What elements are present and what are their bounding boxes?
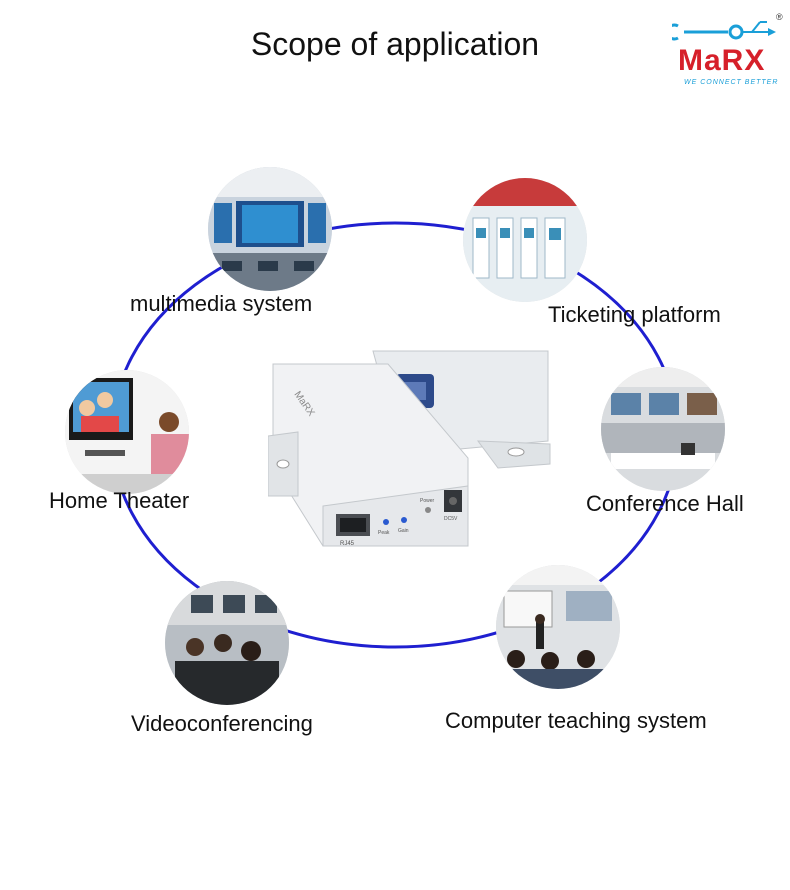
- svg-text:DC5V: DC5V: [444, 516, 458, 522]
- ticketing-platform-photo: [463, 178, 587, 302]
- label-multimedia-system: multimedia system: [130, 291, 313, 316]
- svg-text:Peak: Peak: [378, 530, 390, 536]
- label-computer-teaching-system: Computer teaching system: [445, 708, 707, 733]
- vga-extender-product-image: MaRX RJ45 Peak Gain Power DC5V: [267, 346, 553, 561]
- svg-text:WE CONNECT BETTER: WE CONNECT BETTER: [684, 79, 778, 86]
- svg-text:RJ45: RJ45: [340, 541, 355, 547]
- computer-teaching-photo: [496, 565, 620, 689]
- wrench-usb-icon: [665, 21, 776, 41]
- svg-text:®: ®: [776, 12, 783, 22]
- svg-text:MaRX: MaRX: [678, 44, 765, 77]
- label-ticketing-platform: Ticketing platform: [548, 302, 721, 327]
- svg-text:Power: Power: [420, 498, 435, 504]
- label-conference-hall: Conference Hall: [586, 491, 744, 516]
- videoconferencing-photo: [165, 581, 289, 705]
- home-theater-photo: [65, 370, 189, 494]
- brand-logo: ® MaRX WE CONNECT BETTER: [665, 12, 786, 90]
- page-title: Scope of application: [250, 26, 540, 62]
- label-videoconferencing: Videoconferencing: [131, 711, 313, 736]
- conference-hall-photo: [601, 367, 725, 491]
- svg-text:Gain: Gain: [398, 528, 409, 534]
- label-home-theater: Home Theater: [49, 488, 190, 513]
- multimedia-system-photo: [208, 167, 332, 291]
